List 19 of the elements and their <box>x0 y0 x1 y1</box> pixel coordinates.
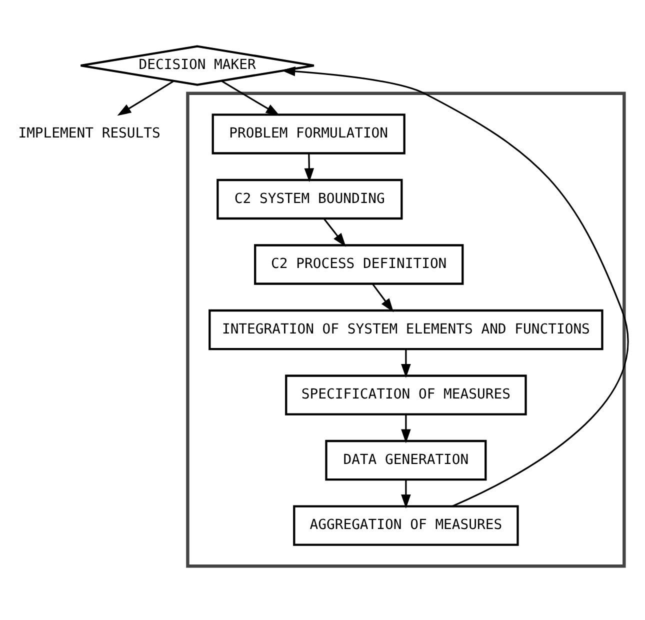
node-box: SPECIFICATION OF MEASURES <box>285 374 527 415</box>
node-text: IMPLEMENT RESULTS <box>18 125 160 142</box>
node-box: DATA GENERATION <box>325 439 487 480</box>
node-diamond: DECISION MAKER <box>80 44 315 86</box>
cluster <box>186 91 626 568</box>
arrow <box>304 152 314 182</box>
arrow <box>372 282 394 312</box>
arrow <box>117 80 174 116</box>
arrow <box>401 414 411 443</box>
node-box: INTEGRATION OF SYSTEM ELEMENTS AND FUNCTIONS <box>208 308 604 350</box>
node-box: PROBLEM FORMULATION <box>212 113 406 154</box>
node-box: C2 PROCESS DEFINITION <box>254 244 464 284</box>
arrow <box>401 479 411 508</box>
arrow <box>281 66 628 506</box>
node-box: AGGREGATION OF MEASURES <box>293 504 519 546</box>
arrow <box>221 80 280 116</box>
arrow <box>401 348 411 378</box>
node-box: C2 SYSTEM BOUNDING <box>216 178 403 220</box>
arrow <box>323 218 346 246</box>
